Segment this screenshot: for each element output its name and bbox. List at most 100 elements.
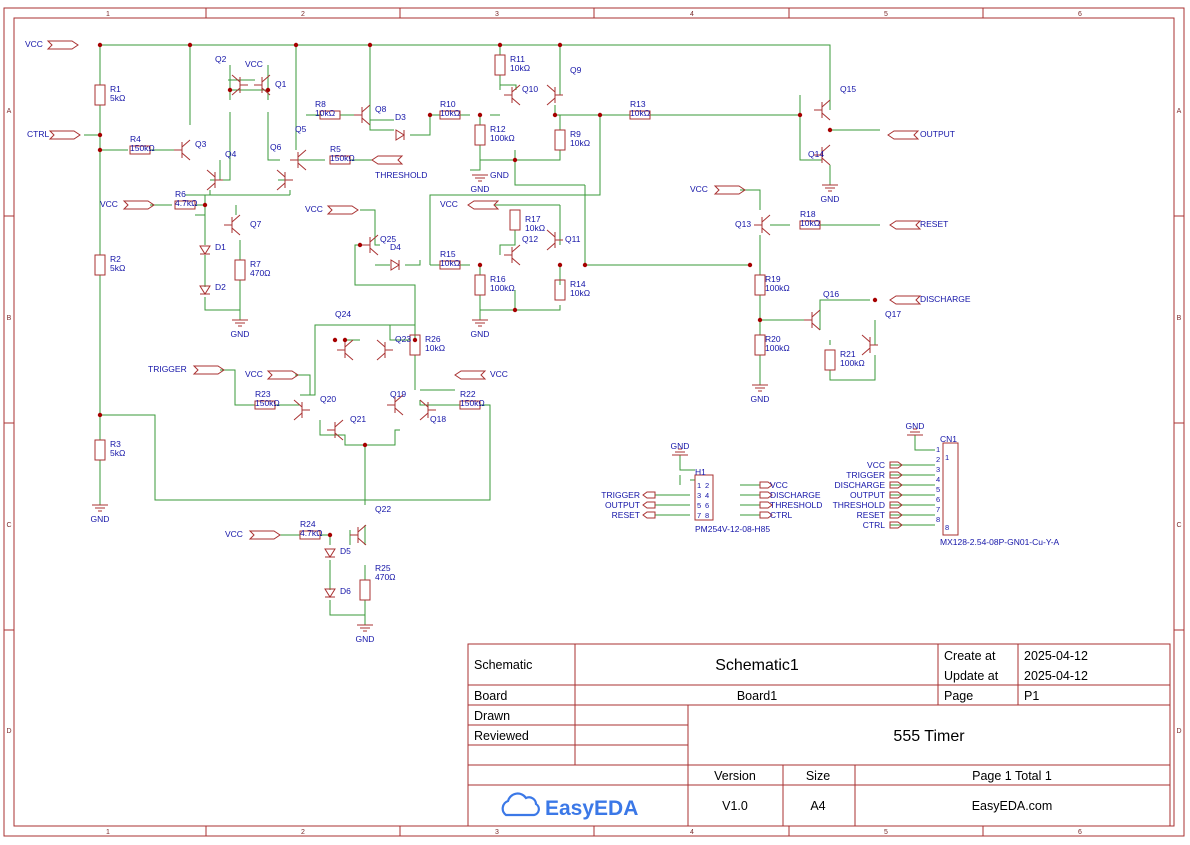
col-label-top: 6 <box>1078 11 1082 18</box>
ground-symbol: GND <box>471 319 490 339</box>
transistor-ref: Q20 <box>320 394 336 404</box>
diode-ref: D6 <box>340 586 351 596</box>
site-text: EasyEDA.com <box>972 799 1053 813</box>
ground-symbol: GND <box>91 504 110 524</box>
net-label: OUTPUT <box>920 129 955 139</box>
h1-pin-number: 1 <box>697 481 701 490</box>
cn1-net-label: CTRL <box>863 520 885 530</box>
net-port-vcc: VCC <box>454 369 508 380</box>
page-label: Page <box>944 689 973 703</box>
junction-dot <box>757 317 763 323</box>
resistor-ref: R15 <box>440 249 456 259</box>
diode-d4: D4 <box>390 242 401 271</box>
resistor-ref: R11 <box>510 54 525 64</box>
junction-dots <box>97 42 878 538</box>
ground-label: GND <box>91 514 110 524</box>
ground-label: GND <box>471 329 490 339</box>
resistor-ref: R9 <box>570 129 581 139</box>
resistor-value: 150kΩ <box>130 143 155 153</box>
net-label: DISCHARGE <box>920 294 971 304</box>
transistor-q5: Q5 <box>290 124 307 171</box>
cloud-icon <box>501 792 540 817</box>
resistor-ref: R26 <box>425 334 441 344</box>
resistor-value: 100kΩ <box>765 343 790 353</box>
net-port-vcc: VCC <box>245 369 299 380</box>
row-label-left: B <box>7 315 12 322</box>
cn1-net-label: RESET <box>857 510 885 520</box>
diode-ref: D5 <box>340 546 351 556</box>
transistor-ref: Q24 <box>335 309 351 319</box>
h1-pin-number: 8 <box>705 511 709 520</box>
easyeda-logo: EasyEDA <box>501 792 638 820</box>
junction-dot <box>97 147 103 153</box>
net-label: VCC <box>440 199 458 209</box>
size-label: Size <box>806 769 830 783</box>
diode-d6: D6 <box>324 586 351 598</box>
junction-dot <box>342 337 348 343</box>
transistor-q24: Q24 <box>335 309 354 361</box>
net-label: RESET <box>920 219 948 229</box>
ground-label: GND <box>490 170 509 180</box>
junction-dot <box>512 157 518 163</box>
net-label: VCC <box>100 199 118 209</box>
resistor-ref: R13 <box>630 99 646 109</box>
h1-net-label: OUTPUT <box>605 500 640 510</box>
transistor-ref: Q19 <box>390 389 406 399</box>
diode-ref: D4 <box>390 242 401 252</box>
cn1-part: MX128-2.54-08P-GN01-Cu-Y-A <box>940 537 1060 547</box>
col-label-bottom: 1 <box>106 829 110 836</box>
transistor-q2: Q2 <box>215 54 248 96</box>
h1-pin-number: 6 <box>705 501 709 510</box>
row-label-right: B <box>1177 315 1182 322</box>
version-value: V1.0 <box>722 799 748 813</box>
diode-ref: D3 <box>395 112 406 122</box>
schematic-value: Schematic1 <box>715 657 799 674</box>
ground-symbol: GND <box>821 184 839 204</box>
junction-dot <box>327 532 333 538</box>
junction-dot <box>202 202 208 208</box>
net-port-vcc: VCC <box>225 529 281 540</box>
cn1-pin-number: 3 <box>936 465 940 474</box>
h1-net-label: RESET <box>612 510 640 520</box>
transistor-q6: Q6 <box>270 142 293 191</box>
resistor-ref: R6 <box>175 189 186 199</box>
junction-dot <box>227 87 233 93</box>
cn1-net-label: THRESHOLD <box>833 500 885 510</box>
transistor-ref: Q18 <box>430 414 446 424</box>
transistor-ref: Q5 <box>295 124 307 134</box>
transistor-ref: Q11 <box>565 234 581 244</box>
transistor-ref: Q2 <box>215 54 227 64</box>
net-port-vcc: VCC <box>100 199 155 210</box>
ground-symbol: GND <box>751 384 769 404</box>
resistor-ref: R12 <box>490 124 506 134</box>
net-label: VCC <box>25 39 43 49</box>
h1-part: PM254V-12-08-H85 <box>695 524 770 534</box>
junction-dot <box>332 337 338 343</box>
title-block: Schematic Schematic1 Create at 2025-04-1… <box>467 643 1171 827</box>
resistor-value: 10kΩ <box>440 258 460 268</box>
resistor-value: 100kΩ <box>765 283 790 293</box>
col-label-top: 1 <box>106 11 110 18</box>
col-label-top: 5 <box>884 11 888 18</box>
diode-d1: D1 <box>199 242 226 255</box>
resistor-ref: R19 <box>765 274 781 284</box>
transistor-q23: Q23 <box>376 334 411 361</box>
diode-d3: D3 <box>395 112 406 141</box>
transistor-ref: Q4 <box>225 149 237 159</box>
junction-dot <box>362 442 368 448</box>
col-label-bottom: 5 <box>884 829 888 836</box>
resistor-value: 5kΩ <box>110 93 125 103</box>
junction-dot <box>367 42 373 48</box>
